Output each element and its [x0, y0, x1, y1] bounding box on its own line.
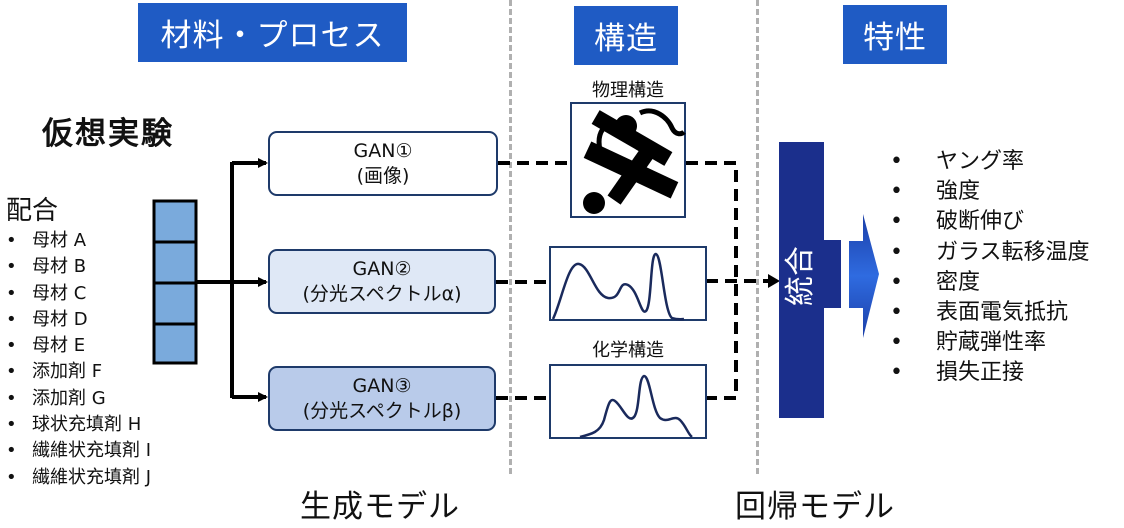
generative-model-label: 生成モデル — [300, 489, 460, 525]
property-item: •ガラス転移温度 — [890, 239, 1090, 265]
gan2-output: (分光スペクトルα) — [302, 282, 462, 305]
gan3-output: (分光スペクトルβ) — [302, 399, 462, 422]
input-branch-lines — [196, 158, 268, 402]
formulation-item: •母材 D — [6, 308, 88, 330]
property-item: •表面電気抵抗 — [890, 300, 1069, 326]
regression-model-label: 回帰モデル — [735, 489, 895, 525]
gan1-box[interactable]: GAN① (画像) — [268, 131, 498, 196]
spectrum-beta-chart — [549, 364, 707, 439]
formulation-item: •添加剤 F — [6, 361, 103, 383]
separator-structure-properties — [756, 0, 759, 474]
chemical-structure-label: 化学構造 — [592, 340, 664, 361]
gan2-box[interactable]: GAN② (分光スペクトルα) — [268, 249, 496, 314]
separator-generative-structure — [509, 0, 512, 474]
header-structure: 構造 — [574, 6, 678, 65]
integration-label: 統合 — [783, 246, 818, 306]
header-properties-label: 特性 — [863, 20, 927, 56]
arrow-to-integration — [768, 274, 780, 288]
spectrum-alpha-curve — [551, 252, 685, 321]
gan3-name: GAN③ — [352, 374, 412, 397]
property-item: •強度 — [890, 179, 981, 205]
property-item: •貯蔵弾性率 — [890, 330, 1047, 356]
input-vector — [152, 199, 198, 365]
header-properties: 特性 — [843, 5, 947, 64]
physical-structure-label: 物理構造 — [592, 80, 664, 101]
integration-block — [779, 142, 824, 418]
vector-cell — [152, 281, 198, 326]
gan2-name: GAN② — [352, 257, 412, 280]
header-materials-process-label: 材料・プロセス — [160, 18, 385, 54]
formulation-list: •母材 A •母材 B •母材 C •母材 D •母材 E •添加剤 F •添加… — [6, 228, 151, 491]
formulation-item: •添加剤 G — [6, 387, 106, 409]
formulation-item: •母材 C — [6, 282, 87, 304]
gan1-name: GAN① — [353, 139, 413, 162]
formulation-item: •母材 A — [6, 230, 87, 251]
gan1-output: (画像) — [356, 164, 410, 187]
vector-cell — [152, 322, 198, 365]
vector-cell — [152, 199, 198, 244]
formulation-item: •繊維状充填剤 J — [6, 466, 152, 488]
structure-to-integration-dashes — [686, 161, 768, 400]
formulation-item: •母材 E — [6, 335, 86, 357]
header-materials-process: 材料・プロセス — [138, 3, 407, 62]
formulation-item: •繊維状充填剤 I — [6, 440, 152, 462]
formulation-item: •球状充填剤 H — [6, 414, 142, 436]
formulation-title: 配合 — [6, 196, 59, 226]
gan3-box[interactable]: GAN③ (分光スペクトルβ) — [268, 366, 496, 431]
property-item: •密度 — [890, 269, 981, 295]
spectrum-beta-curve — [579, 374, 693, 439]
property-item: •破断伸び — [890, 209, 1025, 235]
properties-list: •ヤング率 •強度 •破断伸び •ガラス転移温度 •密度 •表面電気抵抗 •貯蔵… — [890, 147, 1090, 389]
spectrum-alpha-chart — [549, 246, 707, 321]
header-structure-label: 構造 — [594, 21, 658, 57]
physical-structure-image — [570, 102, 686, 218]
property-item: •ヤング率 — [890, 149, 1025, 174]
vector-cell — [152, 240, 198, 285]
virtual-experiment-title: 仮想実験 — [42, 116, 174, 152]
integration-output-arrow — [824, 214, 879, 338]
property-item: •損失正接 — [890, 360, 1025, 386]
gan-to-structure-dashes — [496, 161, 570, 400]
formulation-item: •母材 B — [6, 256, 87, 278]
